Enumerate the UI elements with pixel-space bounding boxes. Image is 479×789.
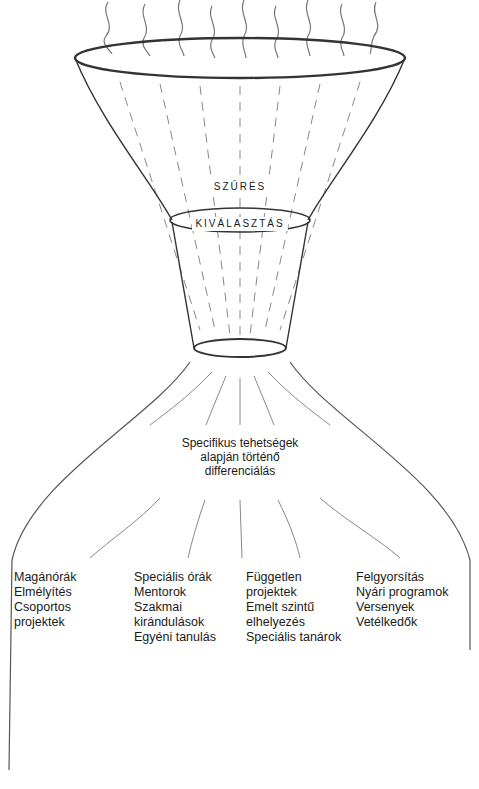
program-item: Csoportos projektek bbox=[14, 600, 122, 630]
stage-label: KIVÁLASZTÁS bbox=[192, 217, 287, 231]
program-item: Emelt szintű elhelyezés bbox=[246, 600, 350, 630]
program-column: MagánórákElmélyítésCsoportos projektek bbox=[14, 570, 122, 630]
stage-label: SZŰRÉS bbox=[211, 180, 270, 194]
funnel: SZŰRÉS KIVÁLASZTÁS bbox=[70, 30, 410, 370]
program-item: Magánórák bbox=[14, 570, 122, 585]
program-item: Független projektek bbox=[246, 570, 350, 600]
program-item: Vetélkedők bbox=[356, 615, 468, 630]
program-item: Elmélyítés bbox=[14, 585, 122, 600]
program-item: Felgyorsítás bbox=[356, 570, 468, 585]
program-column: Speciális órákMentorokSzakmai kirándulás… bbox=[134, 570, 238, 645]
program-item: Egyéni tanulás bbox=[134, 630, 238, 645]
program-column: Független projektekEmelt szintű elhelyez… bbox=[246, 570, 350, 645]
program-item: Speciális tanárok bbox=[246, 630, 350, 645]
program-item: Speciális órák bbox=[134, 570, 238, 585]
program-item: Mentorok bbox=[134, 585, 238, 600]
program-item: Versenyek bbox=[356, 600, 468, 615]
funnel-outline bbox=[70, 30, 410, 370]
program-item: Szakmai kirándulások bbox=[134, 600, 238, 630]
program-item: Nyári programok bbox=[356, 585, 468, 600]
differentiation-text: Specifikus tehetségek alapján történő di… bbox=[182, 436, 299, 478]
program-column: FelgyorsításNyári programokVersenyekVeté… bbox=[356, 570, 468, 630]
differentiation-label: Specifikus tehetségek alapján történő di… bbox=[170, 436, 310, 478]
